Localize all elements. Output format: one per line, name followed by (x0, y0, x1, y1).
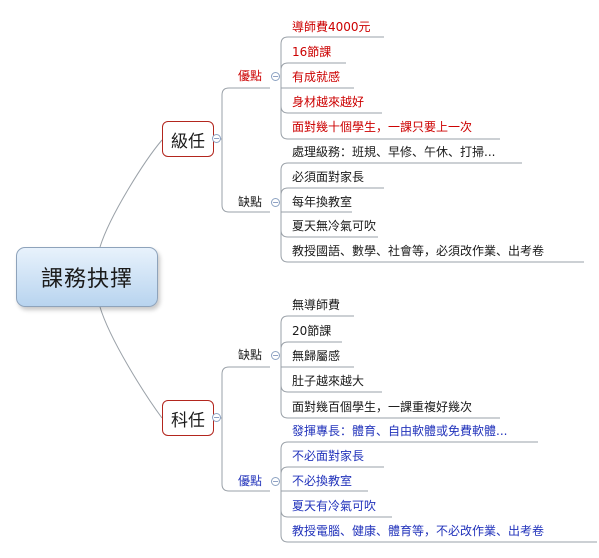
list-item[interactable]: 教授電腦、健康、體育等，不必改作業、出考卷 (292, 524, 545, 538)
root-topic[interactable]: 課務抉擇 (16, 247, 158, 307)
list-item[interactable]: 夏天有冷氣可吹 (292, 499, 377, 513)
list-item[interactable]: 面對幾百個學生，一課重複好幾次 (292, 400, 473, 414)
list-item[interactable]: 教授國語、數學、社會等，必須改作業、出考卷 (292, 244, 545, 258)
branch-topic-jiren[interactable]: 級任 (162, 121, 214, 157)
collapse-minus-icon[interactable]: − (212, 413, 221, 422)
collapse-minus-icon[interactable]: − (212, 134, 221, 143)
root-topic-label: 課務抉擇 (40, 267, 133, 292)
group-label-keren-cons[interactable]: 缺點 (238, 348, 263, 362)
list-item[interactable]: 不必面對家長 (292, 449, 365, 463)
list-item[interactable]: 發揮專長：體育、自由軟體或免費軟體... (292, 424, 508, 438)
list-item[interactable]: 處理級務：班規、早修、午休、打掃... (292, 145, 496, 159)
group-label-keren-pros[interactable]: 優點 (238, 474, 263, 488)
list-item[interactable]: 有成就感 (292, 70, 341, 84)
collapse-minus-icon[interactable]: − (271, 72, 280, 81)
collapse-minus-icon[interactable]: − (271, 477, 280, 486)
group-label-jiren-cons[interactable]: 缺點 (238, 195, 263, 209)
list-item[interactable]: 每年換教室 (292, 195, 353, 209)
list-item[interactable]: 導師費4000元 (292, 20, 371, 34)
branch-topic-label: 級任 (171, 131, 205, 152)
list-item[interactable]: 面對幾十個學生，一課只要上一次 (292, 120, 473, 134)
list-item[interactable]: 無導師費 (292, 298, 341, 312)
list-item[interactable]: 不必換教室 (292, 474, 353, 488)
collapse-minus-icon[interactable]: − (271, 198, 280, 207)
list-item[interactable]: 16節課 (292, 45, 332, 59)
branch-topic-keren[interactable]: 科任 (162, 400, 214, 436)
list-item[interactable]: 20節課 (292, 324, 332, 338)
list-item[interactable]: 必須面對家長 (292, 170, 365, 184)
branch-topic-label: 科任 (171, 410, 205, 431)
group-label-jiren-pros[interactable]: 優點 (238, 69, 263, 83)
list-item[interactable]: 身材越來越好 (292, 95, 365, 109)
list-item[interactable]: 無歸屬感 (292, 349, 341, 363)
collapse-minus-icon[interactable]: − (271, 351, 280, 360)
list-item[interactable]: 夏天無冷氣可吹 (292, 219, 377, 233)
list-item[interactable]: 肚子越來越大 (292, 374, 365, 388)
